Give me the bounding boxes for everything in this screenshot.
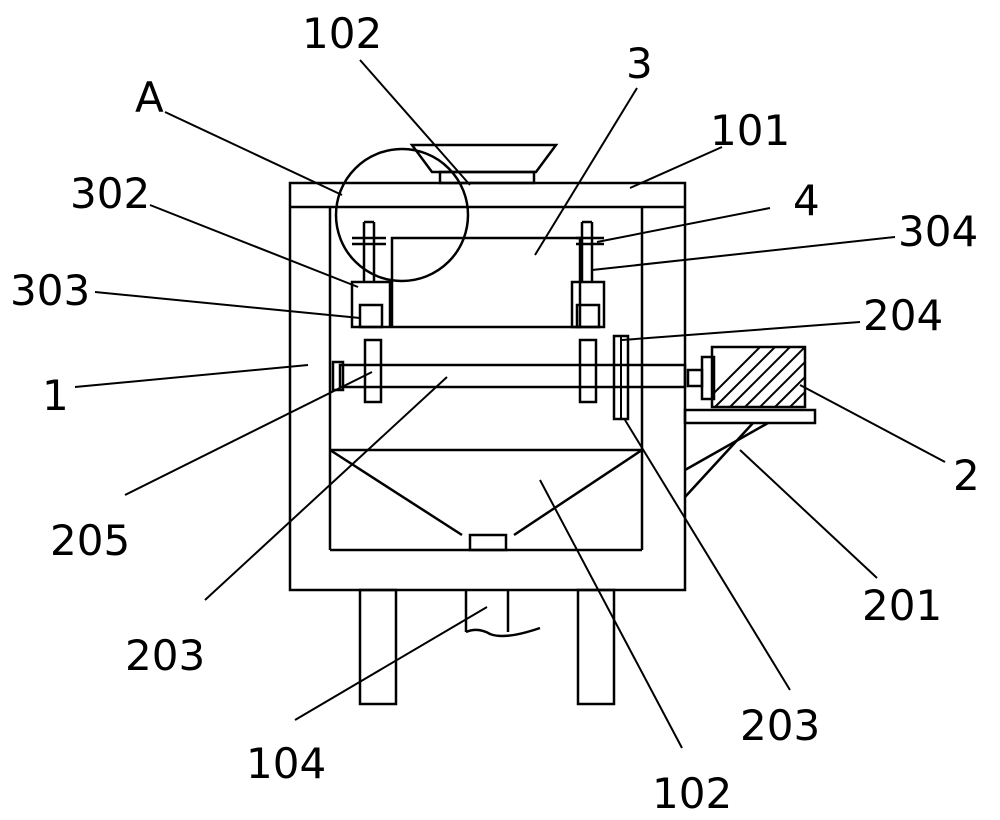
label-3: 3: [626, 39, 653, 88]
label-204: 204: [863, 291, 943, 340]
label-104: 104: [246, 739, 326, 788]
motor: [686, 345, 807, 409]
crushing-box: [390, 236, 582, 329]
label-303: 303: [10, 266, 90, 315]
label-102-bottom: 102: [652, 769, 732, 818]
label-302: 302: [70, 169, 150, 218]
support-legs: [358, 588, 616, 706]
label-304: 304: [898, 207, 978, 256]
right-mount-assembly: [570, 220, 606, 329]
motor-bracket: [683, 408, 817, 498]
label-205: 205: [50, 516, 130, 565]
label-4: 4: [793, 176, 820, 225]
discharge-pipe: [464, 590, 541, 638]
feed-hopper: [409, 143, 559, 185]
label-1: 1: [42, 371, 69, 420]
label-a: A: [135, 73, 164, 122]
label-203-right: 203: [740, 701, 820, 750]
drive-shaft: [331, 334, 687, 421]
collection-funnel: [329, 448, 643, 552]
label-101: 101: [710, 106, 790, 155]
left-mount-assembly: [350, 220, 392, 329]
label-201: 201: [862, 581, 942, 630]
detail-circle-a: [334, 147, 470, 283]
label-102-top: 102: [302, 9, 382, 58]
reference-labels: 102 A 3 101 302 4 304 303 204 1 2 205 20…: [10, 9, 980, 818]
label-2: 2: [953, 451, 980, 500]
leader-lines: [74, 59, 946, 749]
label-203-left: 203: [125, 631, 205, 680]
